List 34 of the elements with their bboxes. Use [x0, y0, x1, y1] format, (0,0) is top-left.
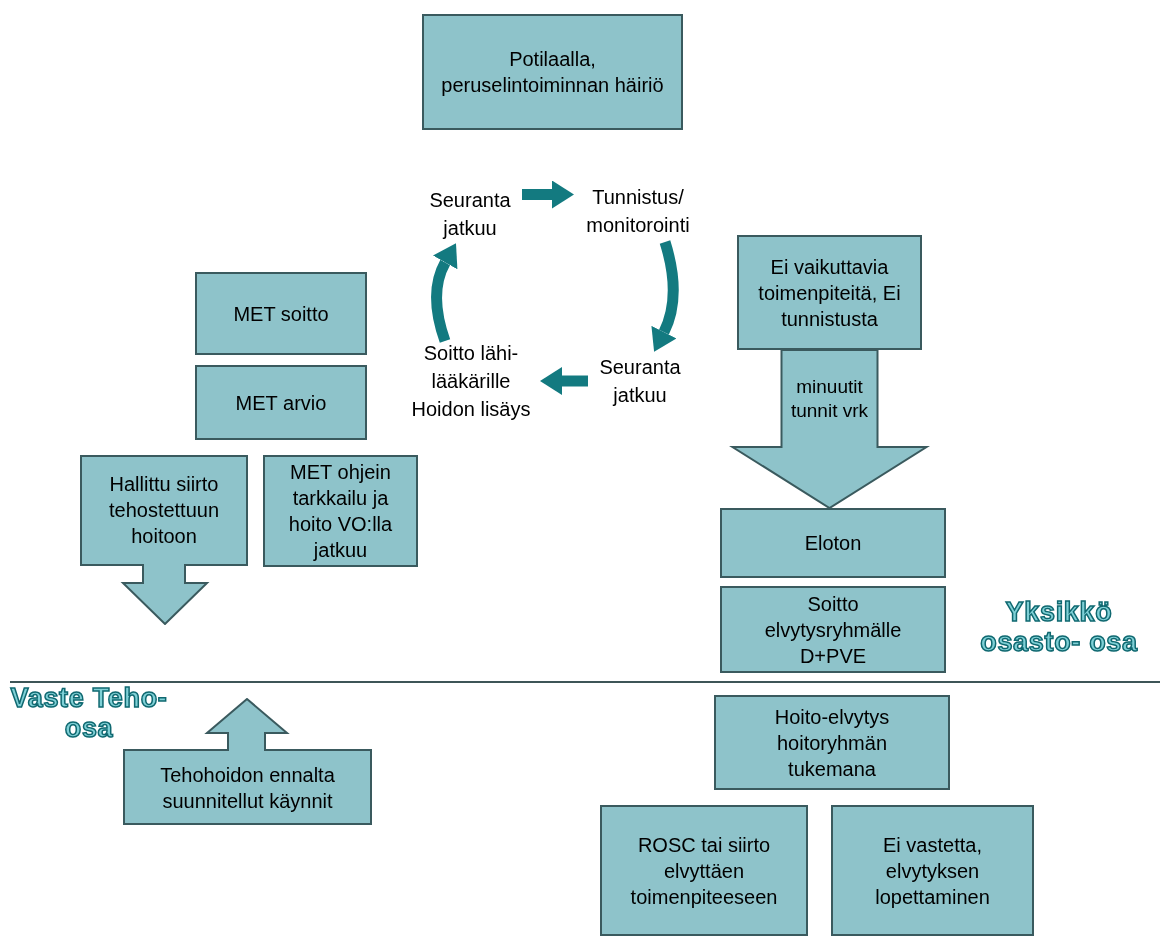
box-text: MET ohjein tarkkailu ja hoito VO:lla jatkuu [287, 460, 394, 563]
box-text: Ei vaikuttavia toimenpiteitä, Ei tunnistusta [757, 254, 902, 332]
process-box [720, 586, 946, 673]
box-text: Eloton [804, 531, 862, 556]
block-arrow [729, 349, 930, 510]
cycle-step-text: Soitto lähi- lääkärille Hoidon lisäys [410, 341, 532, 422]
process-box [195, 365, 367, 440]
curved-arrow [522, 180, 574, 209]
box-text: MET soitto [233, 301, 329, 327]
section-heading: Yksikkö osasto- osa [979, 598, 1139, 658]
cycle-step-text: Seuranta jatkuu [598, 355, 682, 408]
process-box [263, 455, 418, 567]
edge-label: minuutit tunnit vrk [789, 374, 870, 423]
curved-arrow [431, 242, 458, 343]
block-arrow-text: Hallittu siirto tehostettuun hoitoon [107, 472, 221, 549]
process-box [195, 272, 367, 355]
process-box [737, 235, 922, 350]
process-box [422, 14, 683, 130]
box-text: Hoito-elvytys hoitoryhmän tukemana [773, 704, 891, 782]
process-box [720, 508, 946, 578]
process-box [714, 695, 950, 790]
cycle-step-text: Tunnistus/ monitorointi [585, 185, 691, 238]
box-text: Potilaalla, peruselintoiminnan häiriö [440, 47, 665, 98]
process-box [831, 805, 1034, 936]
cycle-step-text: Seuranta jatkuu [428, 188, 512, 241]
curved-arrow [540, 367, 588, 395]
box-text: MET arvio [235, 390, 327, 416]
section-heading: Vaste Teho-osa [9, 684, 169, 744]
box-text: Soitto elvytysryhmälle D+PVE [763, 591, 903, 669]
block-arrow-text: Tehohoidon ennalta suunnitellut käynnit [159, 762, 336, 814]
process-box [600, 805, 808, 936]
box-text: Ei vastetta, elvytyksen lopettaminen [874, 832, 991, 910]
curved-arrow [651, 240, 679, 353]
box-text: ROSC tai siirto elvyttäen toimenpiteeseen [629, 832, 779, 910]
